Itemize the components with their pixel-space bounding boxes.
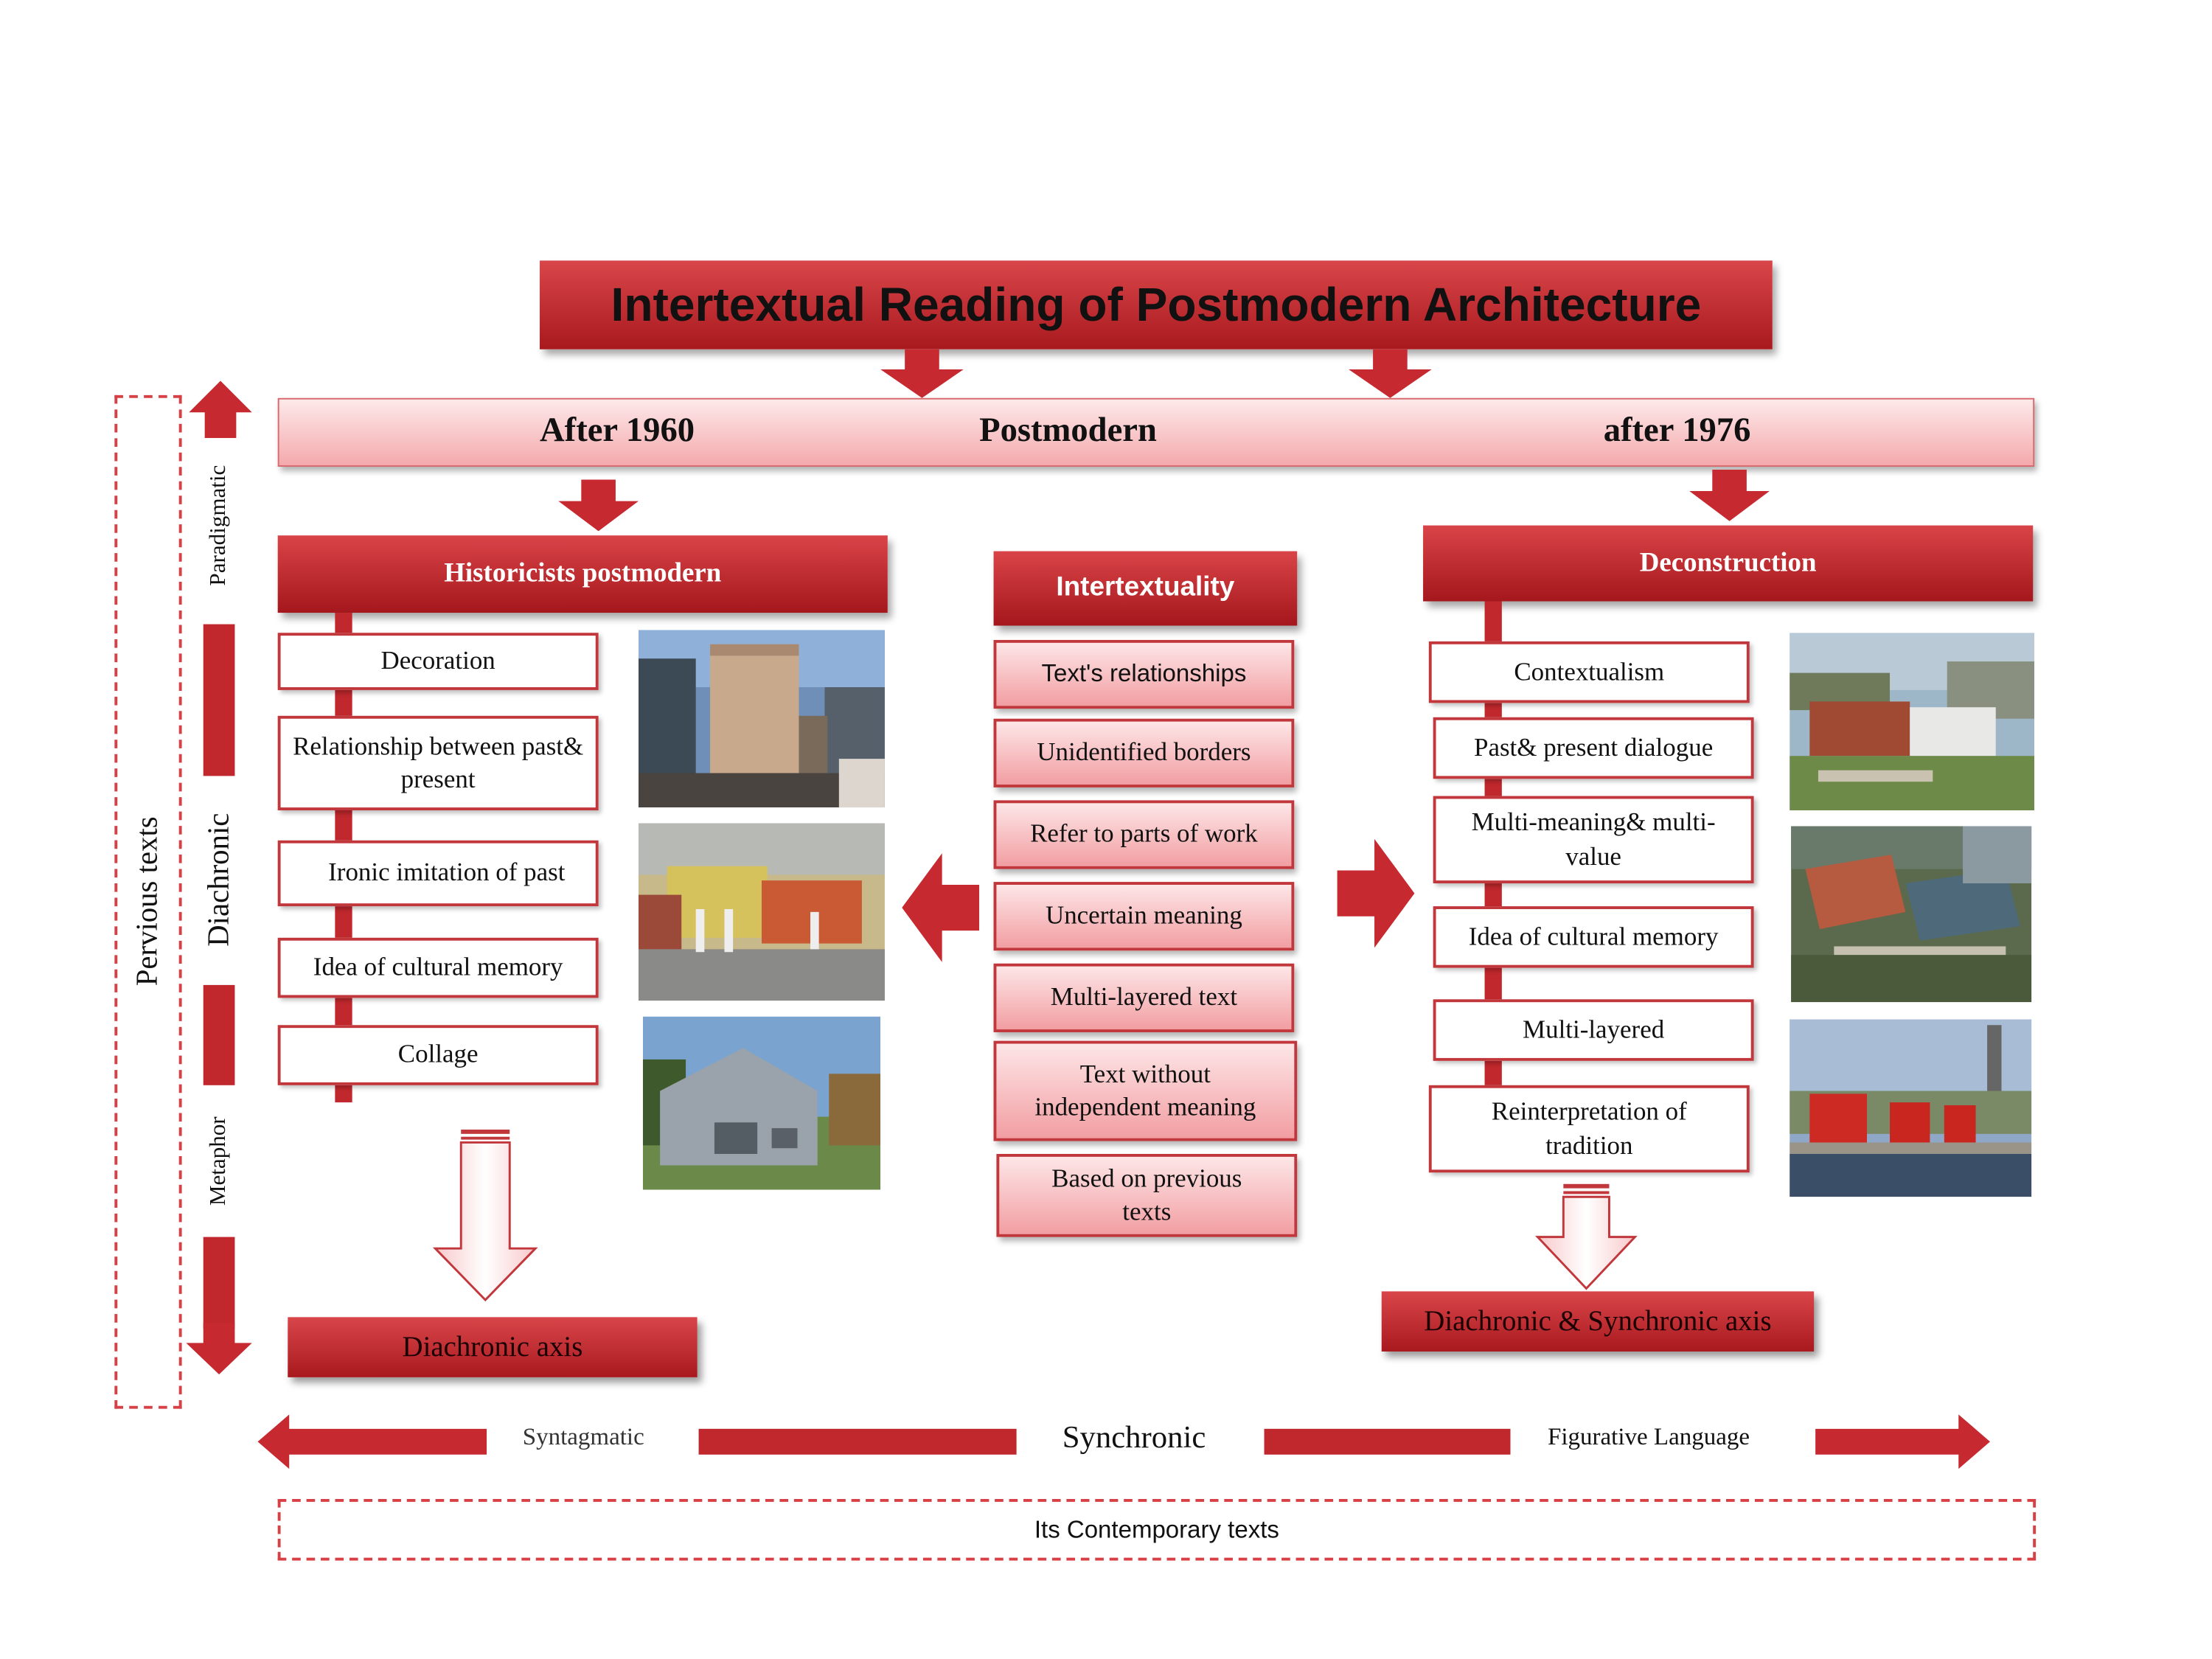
- red-folly-photo: [1790, 1019, 2032, 1197]
- campus-photo: [1790, 633, 2035, 811]
- diagram-title: Intertextual Reading of Postmodern Archi…: [540, 260, 1773, 349]
- period-bar: [277, 397, 2035, 467]
- right-item-multi-meaning: Multi-meaning& multi-value: [1433, 796, 1754, 884]
- axis-segment: [1264, 1428, 1511, 1455]
- arrow-right-icon: [1337, 838, 1415, 948]
- axis-segment: [203, 624, 235, 776]
- diachronic-axis-box: Diachronic axis: [288, 1317, 698, 1377]
- left-item-decoration: Decoration: [277, 633, 599, 690]
- period-after-1960: After 1960: [540, 412, 695, 450]
- right-item-contextualism: Contextualism: [1428, 641, 1750, 703]
- arrow-down-icon: [558, 479, 639, 532]
- right-item-multi-layered: Multi-layered: [1433, 999, 1754, 1061]
- left-item-relationship: Relationship between past& present: [277, 715, 599, 811]
- house-photo: [642, 1016, 881, 1190]
- diachronic-label: Diachronic: [201, 813, 236, 947]
- period-after-1976: after 1976: [1603, 412, 1751, 450]
- previous-texts-label: Pervious texts: [129, 816, 164, 987]
- skyscraper-photo: [638, 630, 885, 808]
- axis-segment: [203, 984, 235, 1085]
- left-item-ironic-imitation: Ironic imitation of past: [277, 840, 599, 907]
- figurative-language-label: Figurative Language: [1547, 1423, 1750, 1450]
- right-item-past-present-dialogue: Past& present dialogue: [1433, 717, 1754, 779]
- metaphor-label: Metaphor: [206, 1116, 231, 1206]
- arrow-down-icon: [1689, 469, 1770, 521]
- period-postmodern: Postmodern: [979, 412, 1157, 450]
- historicists-postmodern-header: Historicists postmodern: [277, 535, 888, 613]
- arrow-down-icon: [1535, 1183, 1638, 1290]
- arrow-down-icon: [432, 1130, 538, 1302]
- arrow-right-icon: [1815, 1414, 1990, 1470]
- arrow-down-icon: [880, 349, 964, 398]
- arrow-left-icon: [257, 1414, 487, 1470]
- aerial-photo: [1791, 826, 2032, 1003]
- center-item-multi-layered-text: Multi-layered text: [993, 963, 1295, 1032]
- piazza-photo: [638, 823, 885, 1001]
- right-item-reinterpretation: Reinterpretation of tradition: [1428, 1085, 1750, 1173]
- synchronic-label: Synchronic: [1062, 1419, 1206, 1455]
- contemporary-texts-frame: Its Contemporary texts: [277, 1498, 2037, 1561]
- deconstruction-header: Deconstruction: [1423, 525, 2034, 602]
- center-item-text-without-meaning: Text without independent meaning: [993, 1040, 1298, 1141]
- syntagmatic-label: Syntagmatic: [522, 1423, 644, 1450]
- intertextuality-header: Intertextuality: [993, 551, 1298, 626]
- center-item-text-relationships: Text's relationships: [993, 639, 1295, 709]
- paradigmatic-label: Paradigmatic: [206, 465, 231, 586]
- center-item-uncertain-meaning: Uncertain meaning: [993, 882, 1295, 951]
- left-item-cultural-memory: Idea of cultural memory: [277, 937, 599, 998]
- left-item-collage: Collage: [277, 1025, 599, 1085]
- previous-texts-frame: [114, 394, 182, 1409]
- diachronic-synchronic-axis-box: Diachronic & Synchronic axis: [1381, 1291, 1815, 1352]
- axis-segment: [203, 1237, 235, 1329]
- arrow-down-icon: [1349, 349, 1432, 398]
- arrow-left-icon: [902, 853, 980, 962]
- axis-segment: [698, 1428, 1017, 1455]
- arrow-down-icon: [186, 1323, 252, 1375]
- center-item-unidentified-borders: Unidentified borders: [993, 718, 1295, 787]
- center-item-refer-to-parts: Refer to parts of work: [993, 800, 1295, 869]
- arrow-up-icon: [189, 380, 252, 439]
- center-item-based-on-previous: Based on previous texts: [996, 1154, 1298, 1237]
- right-item-cultural-memory: Idea of cultural memory: [1433, 906, 1754, 968]
